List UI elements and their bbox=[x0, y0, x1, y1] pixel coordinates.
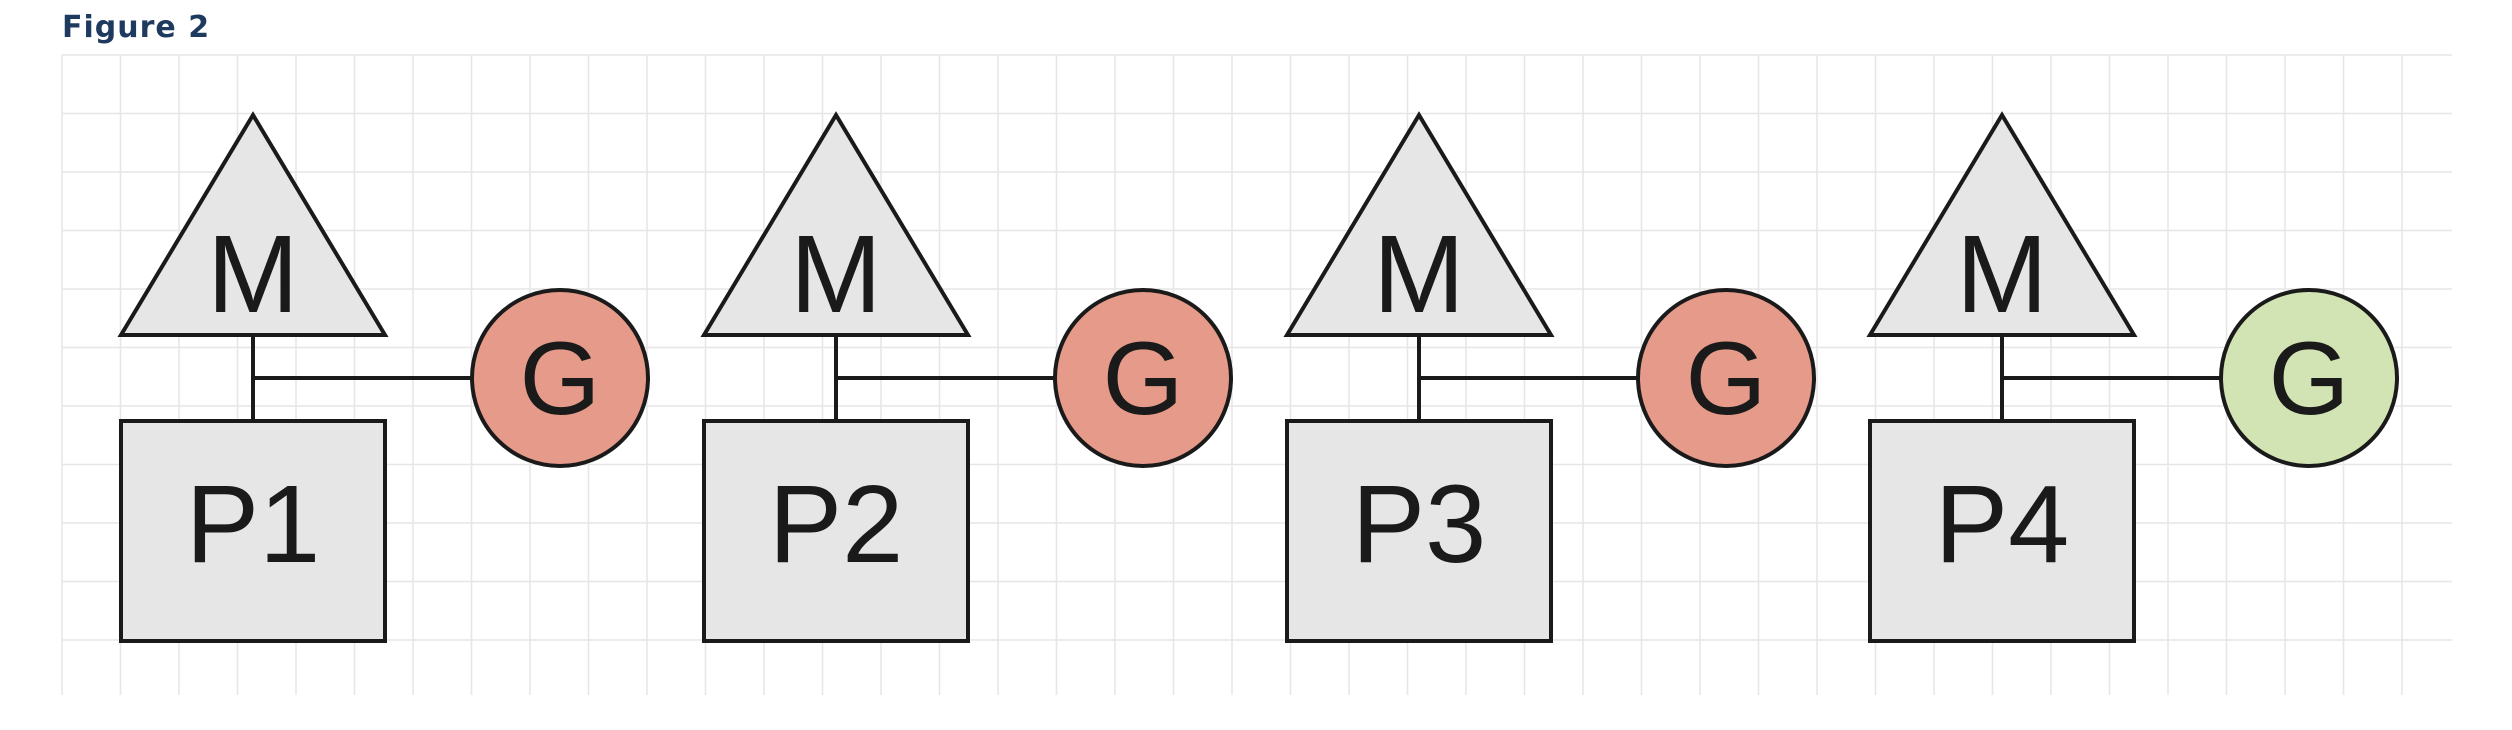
goroutine-circle bbox=[2219, 288, 2399, 468]
unit-p3: M P3 G bbox=[1283, 111, 1816, 643]
goroutine-circle bbox=[1053, 288, 1233, 468]
machine-label: M bbox=[1373, 213, 1465, 336]
unit-p1: M P1 G bbox=[117, 111, 650, 643]
unit-p2: M P2 G bbox=[700, 111, 1233, 643]
goroutine-circle bbox=[470, 288, 650, 468]
machine-label: M bbox=[207, 213, 299, 336]
machine-label: M bbox=[790, 213, 882, 336]
processor-box bbox=[1285, 419, 1553, 643]
processor-label: P4 bbox=[1935, 463, 2070, 586]
processor-label: P1 bbox=[186, 463, 321, 586]
processor-box bbox=[119, 419, 387, 643]
goroutine-label: G bbox=[1103, 321, 1184, 437]
goroutine-label: G bbox=[1686, 321, 1767, 437]
figure-title: Figure 2 bbox=[62, 10, 211, 45]
goroutine-circle bbox=[1636, 288, 1816, 468]
processor-box bbox=[1868, 419, 2136, 643]
goroutine-label: G bbox=[520, 321, 601, 437]
goroutine-label: G bbox=[2269, 321, 2350, 437]
processor-box bbox=[702, 419, 970, 643]
unit-p4: M P4 G bbox=[1866, 111, 2399, 643]
processor-label: P2 bbox=[769, 463, 904, 586]
machine-label: M bbox=[1956, 213, 2048, 336]
processor-label: P3 bbox=[1352, 463, 1487, 586]
